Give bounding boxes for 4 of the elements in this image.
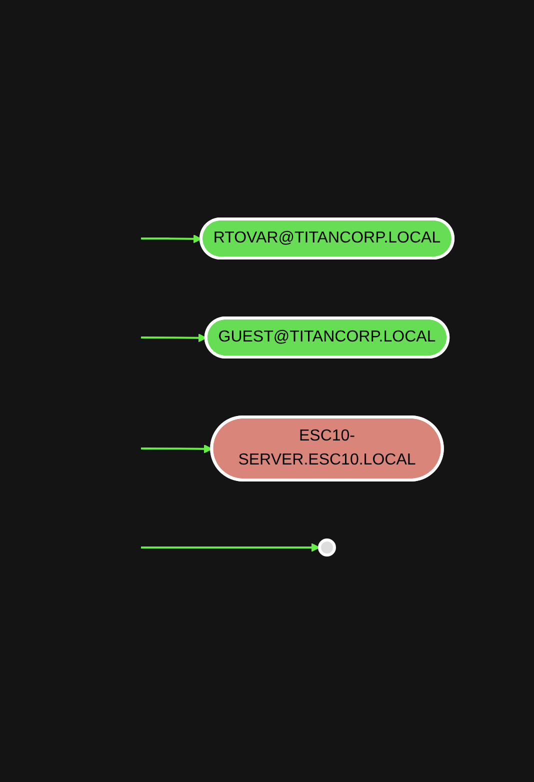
arrow (141, 543, 320, 552)
arrow (141, 234, 202, 244)
node-circle (318, 538, 336, 557)
arrow (141, 334, 207, 343)
